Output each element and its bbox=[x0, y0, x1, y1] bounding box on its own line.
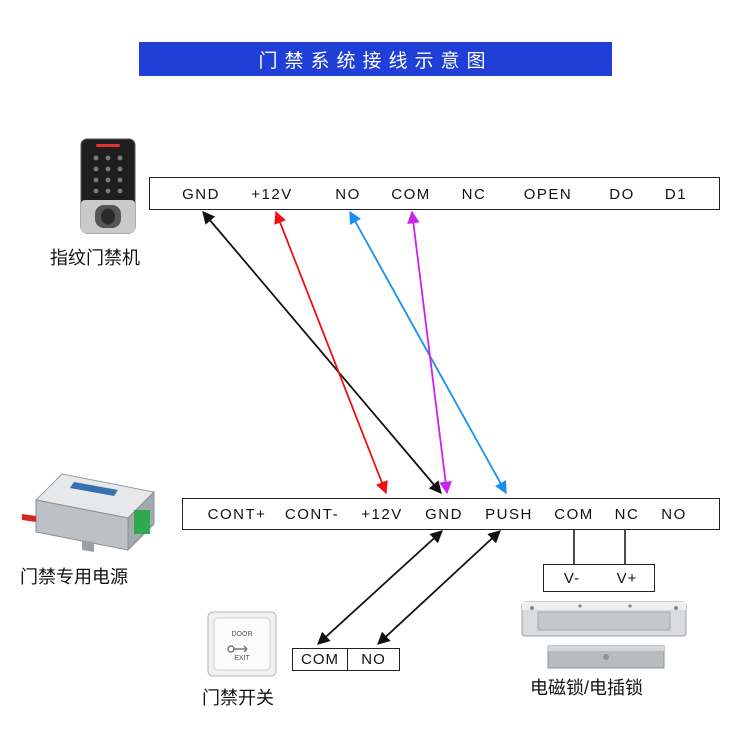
lock-caption: 电磁锁/电插锁 bbox=[530, 678, 644, 698]
reader-terminal-d1: D1 bbox=[664, 186, 688, 203]
wire-com-to-gnd bbox=[407, 210, 452, 495]
button-terminal-com: COM bbox=[293, 649, 348, 670]
power-supply-icon bbox=[22, 473, 156, 552]
power-terminal-cont-plus: CONT+ bbox=[207, 506, 267, 523]
wire-button-com-to-gnd bbox=[317, 530, 443, 645]
reader-terminal-com: COM bbox=[391, 186, 431, 203]
lock-terminal-v-plus: V+ bbox=[616, 569, 638, 587]
fingerprint-reader-icon bbox=[80, 138, 136, 234]
power-terminal-nc: NC bbox=[614, 506, 640, 523]
button-terminal-box: COM NO bbox=[292, 648, 400, 671]
power-terminal-gnd: GND bbox=[425, 506, 463, 523]
magnetic-lock-icon bbox=[521, 601, 687, 669]
reader-terminal-strip bbox=[149, 177, 720, 210]
diagram-title: 门禁系统接线示意图 bbox=[139, 42, 612, 76]
power-terminal-com: COM bbox=[554, 506, 594, 523]
power-terminal-no: NO bbox=[661, 506, 687, 523]
power-terminal-cont-minus: CONT- bbox=[284, 506, 340, 523]
reader-caption: 指纹门禁机 bbox=[50, 248, 140, 268]
reader-terminal-gnd: GND bbox=[182, 186, 220, 203]
exit-button-text-bottom: EXIT bbox=[234, 655, 250, 662]
wire-gnd-to-gnd bbox=[202, 211, 442, 494]
lock-terminal-box: V- V+ bbox=[543, 564, 655, 592]
reader-terminal-no: NO bbox=[335, 186, 361, 203]
reader-terminal-open: OPEN bbox=[523, 186, 573, 203]
exit-button-text-top: DOOR bbox=[231, 631, 253, 638]
lock-terminal-v-minus: V- bbox=[563, 569, 581, 587]
exit-button-caption: 门禁开关 bbox=[202, 688, 274, 708]
power-caption: 门禁专用电源 bbox=[20, 567, 128, 587]
button-terminal-no: NO bbox=[361, 651, 386, 668]
power-terminal-strip bbox=[182, 498, 720, 530]
reader-terminal-12v: +12V bbox=[251, 186, 293, 203]
wire-12v-to-12v bbox=[274, 210, 388, 495]
power-terminal-push: PUSH bbox=[485, 506, 533, 523]
reader-terminal-do: DO bbox=[609, 186, 635, 203]
wire-button-no-to-push bbox=[377, 530, 501, 645]
reader-terminal-nc: NC bbox=[461, 186, 487, 203]
power-terminal-12v: +12V bbox=[361, 506, 403, 523]
exit-button-icon bbox=[207, 611, 277, 677]
wire-no-to-push bbox=[349, 210, 507, 495]
